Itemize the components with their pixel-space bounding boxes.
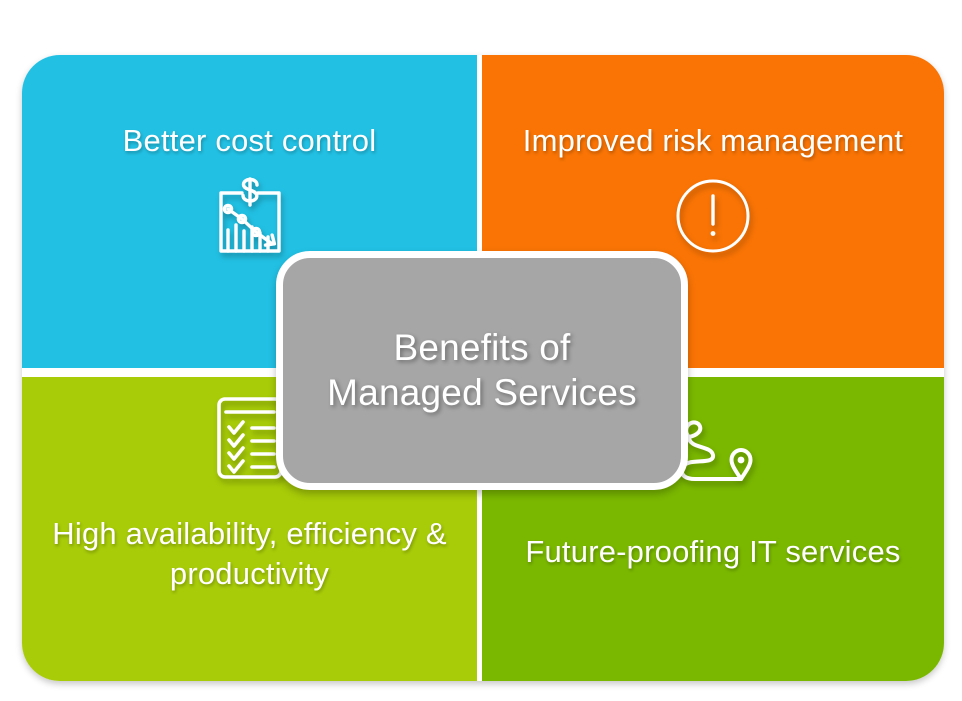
quadrant-label-future-proofing-it-services: Future-proofing IT services (525, 534, 901, 569)
quadrant-grid: Better cost control (22, 55, 944, 681)
page-title: Benefits of Managed Services (327, 327, 637, 413)
quadrant-label-improved-risk-management: Improved risk management (522, 123, 904, 158)
exclamation-circle-icon (674, 177, 752, 260)
checklist-clipboard-icon (214, 395, 286, 486)
center-title-card[interactable]: Benefits of Managed Services (276, 251, 688, 490)
quadrant-label-high-availability-efficiency-productivity: High availability, efficiency & producti… (52, 516, 447, 591)
quadrant-content: High availability, efficiency & producti… (22, 395, 477, 593)
quadrant-content: Better cost control (22, 121, 477, 264)
quadrant-content: Improved risk management (482, 121, 944, 260)
quadrant-label-better-cost-control: Better cost control (122, 123, 377, 158)
declining-chart-dollar-icon (211, 175, 289, 264)
quadrant-content: Future-proofing IT services (482, 419, 944, 572)
